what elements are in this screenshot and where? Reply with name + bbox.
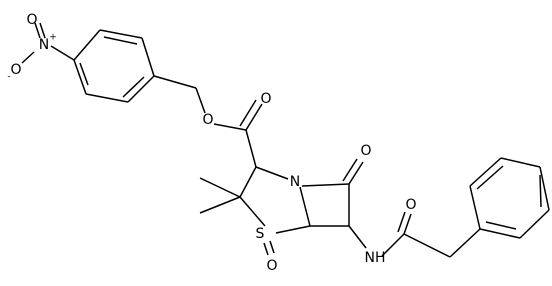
atom-label-o: O bbox=[202, 112, 213, 128]
bond bbox=[403, 213, 412, 235]
bond bbox=[348, 225, 367, 249]
bond bbox=[153, 75, 197, 89]
charge-minus: - bbox=[7, 72, 10, 82]
atom-label-o: O bbox=[360, 143, 371, 159]
bond bbox=[127, 75, 155, 103]
bond bbox=[476, 165, 504, 190]
bond bbox=[397, 211, 406, 233]
bond bbox=[301, 183, 350, 187]
bond bbox=[103, 36, 138, 45]
bond bbox=[239, 166, 257, 198]
bond bbox=[275, 225, 311, 234]
bond bbox=[239, 99, 257, 127]
bond bbox=[39, 22, 46, 39]
bond bbox=[255, 166, 289, 180]
atom-label-o: O bbox=[10, 62, 21, 78]
bond bbox=[73, 29, 101, 61]
bond bbox=[50, 45, 75, 61]
bond bbox=[469, 185, 481, 230]
bond bbox=[99, 29, 143, 39]
bond bbox=[199, 196, 241, 214]
atom-label-o: O bbox=[260, 91, 271, 107]
bond bbox=[342, 158, 358, 182]
charge-plus: + bbox=[49, 33, 57, 43]
atom-label-o: O bbox=[405, 197, 416, 213]
bond bbox=[381, 233, 405, 257]
bond bbox=[141, 37, 155, 77]
bond bbox=[122, 76, 145, 98]
bond bbox=[403, 233, 451, 258]
atom-label-n: N bbox=[290, 174, 300, 190]
bond bbox=[73, 59, 87, 95]
bond bbox=[500, 157, 541, 168]
bond bbox=[519, 209, 550, 239]
atom-label-s: S bbox=[256, 226, 265, 242]
atom-label-nh: NH bbox=[365, 250, 386, 266]
bond bbox=[299, 186, 311, 227]
bond bbox=[539, 174, 542, 208]
bond bbox=[21, 51, 35, 64]
bond bbox=[449, 228, 481, 258]
bond bbox=[239, 196, 266, 227]
atom-label-n: N bbox=[39, 37, 49, 53]
bond bbox=[199, 177, 241, 198]
bond bbox=[79, 62, 89, 86]
atom-labels: O N + O - O O N O S O NH O bbox=[7, 12, 416, 274]
bond bbox=[479, 228, 521, 239]
bond bbox=[195, 87, 206, 114]
bonds bbox=[21, 22, 550, 258]
atom-label-o: O bbox=[266, 258, 277, 274]
bond bbox=[469, 157, 502, 187]
bond bbox=[213, 123, 247, 131]
bond bbox=[485, 221, 517, 230]
bond bbox=[269, 240, 275, 254]
bond bbox=[85, 93, 129, 103]
bond bbox=[34, 22, 41, 39]
bond bbox=[539, 166, 550, 211]
atom-label-o: O bbox=[26, 12, 37, 28]
bond bbox=[245, 103, 263, 131]
bond bbox=[263, 242, 269, 256]
bond bbox=[348, 161, 364, 185]
bond bbox=[245, 129, 257, 168]
